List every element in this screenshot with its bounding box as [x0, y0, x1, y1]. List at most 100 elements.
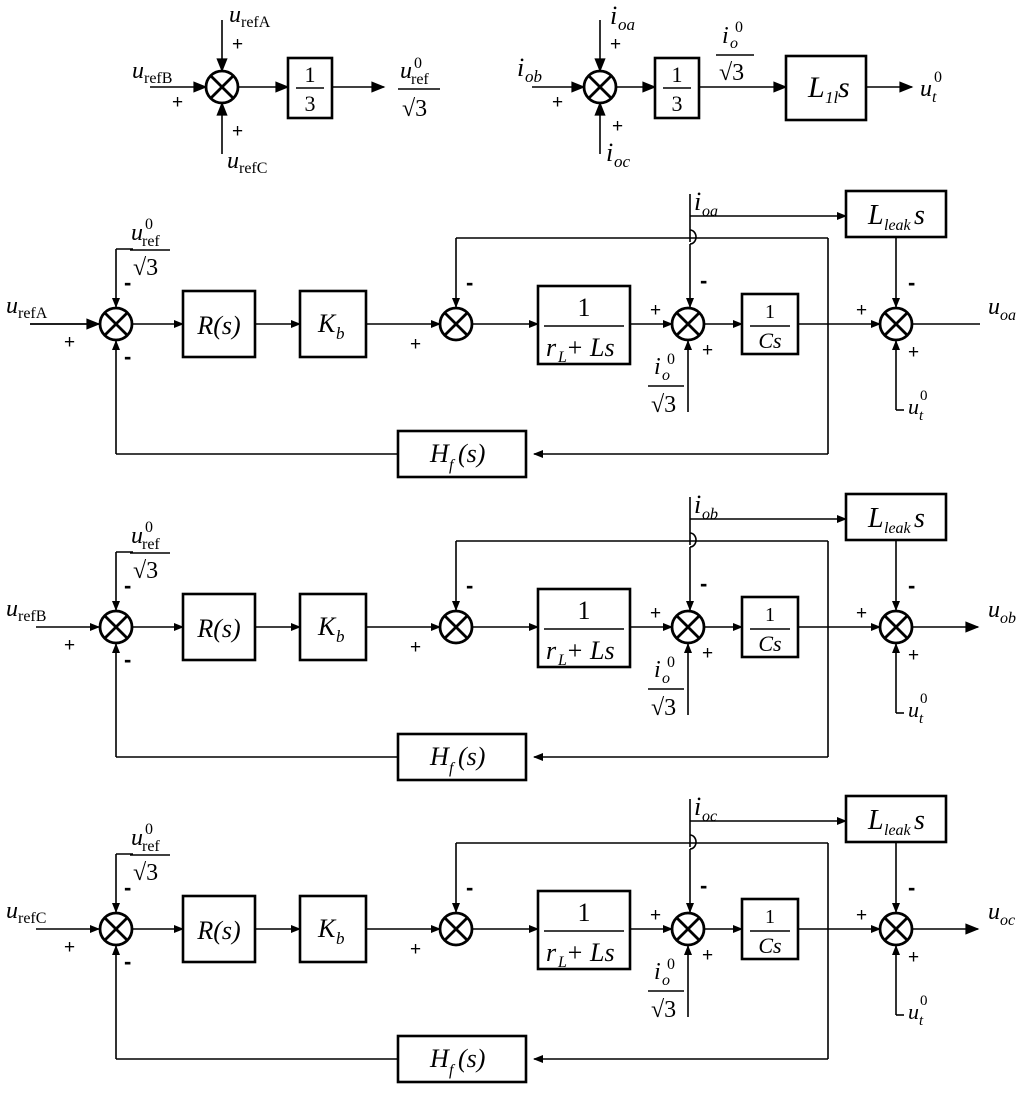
label-sqrt3: √3 — [651, 997, 676, 1023]
label-urefA-sub: refA — [241, 14, 271, 31]
label-io0-sub: o — [662, 972, 670, 989]
gain-Kb-sub: b — [336, 627, 345, 646]
sign-plus: + — [64, 332, 75, 353]
label-urefA: u — [229, 2, 241, 28]
label-sqrt3: √3 — [133, 860, 158, 886]
label-sqrt3: √3 — [402, 96, 427, 122]
label-urefA-sub: refA — [18, 305, 48, 322]
label-io0: i — [654, 657, 661, 683]
filter-Hf-sub: f — [449, 457, 456, 474]
label-uref0: u — [131, 825, 143, 851]
sign-minus: - — [124, 647, 131, 672]
svg-text:i: i — [610, 1, 617, 30]
gain-Kb-block — [298, 894, 368, 964]
plant-RL-block — [536, 587, 632, 669]
L-leak-label: L — [867, 503, 884, 534]
label-ut0-sup: 0 — [920, 993, 928, 1009]
svg-text:0: 0 — [735, 19, 743, 36]
sign-plus: + — [856, 603, 867, 624]
sign-plus: + — [650, 300, 661, 321]
plant-den-sub: L — [557, 954, 567, 971]
capacitor-block — [740, 292, 800, 356]
sign-plus: + — [908, 342, 919, 363]
filter-Hf-sub: f — [449, 760, 456, 777]
label-io0-sup: 0 — [667, 654, 675, 671]
L-leak-sub: leak — [884, 217, 912, 234]
sign-plus: + — [702, 945, 713, 966]
sign-plus: + — [702, 340, 713, 361]
sign-minus: - — [908, 875, 915, 900]
sum-junction-output — [878, 609, 914, 645]
capacitor-block — [740, 897, 800, 961]
label-uoa: u — [988, 294, 1000, 320]
label-urefB-sub: refB — [144, 70, 172, 87]
sign-minus: - — [466, 875, 473, 900]
label-uob-sub: ob — [1000, 610, 1016, 627]
sum-junction-capacitor — [670, 306, 706, 342]
plant-num: 1 — [578, 898, 591, 927]
sign-plus: + — [856, 300, 867, 321]
gain-Kb-label: K — [317, 309, 337, 338]
label-ut0-sup: 0 — [920, 388, 928, 404]
sign-minus: - — [466, 270, 473, 295]
label-uref0-sup: 0 — [145, 821, 153, 838]
svg-text:+: + — [610, 34, 621, 55]
controller-R-block — [181, 894, 257, 964]
label-ut0: u — [908, 999, 919, 1024]
label-ut0: u — [908, 697, 919, 722]
label-uref0-sub: ref — [142, 233, 160, 250]
svg-text:1l: 1l — [825, 88, 839, 107]
label-uob: u — [988, 597, 1000, 623]
label-ioa-sub: oa — [702, 203, 718, 220]
svg-text:+: + — [552, 92, 563, 113]
L1l-block — [784, 54, 868, 122]
sign-minus: - — [700, 873, 707, 898]
plant-num: 1 — [578, 596, 591, 625]
sign-minus: - — [124, 344, 131, 369]
svg-text:√3: √3 — [719, 60, 744, 86]
one-third-block — [286, 56, 334, 120]
cap-num: 1 — [765, 604, 775, 626]
sign-plus: + — [410, 939, 421, 960]
sign-plus: + — [232, 34, 243, 55]
L-leak-sub: leak — [884, 520, 912, 537]
svg-text:i: i — [722, 23, 729, 49]
label-uref0-sup: 0 — [145, 216, 153, 233]
label-ut0: u — [908, 394, 919, 419]
controller-R-block — [181, 592, 257, 662]
sign-plus: + — [908, 947, 919, 968]
plant-den-r: r — [546, 938, 557, 967]
cap-num: 1 — [765, 906, 775, 928]
L-leak-block — [844, 492, 948, 542]
svg-text:ob: ob — [525, 67, 542, 86]
label-urefC-sub: refC — [18, 910, 46, 927]
sum-junction-current-loop — [438, 609, 474, 645]
sign-minus: - — [124, 875, 131, 900]
cap-den: Cs — [758, 631, 781, 656]
label-ut0-sup: 0 — [920, 691, 928, 707]
svg-text:+: + — [612, 116, 623, 137]
sum-junction-capacitor — [670, 609, 706, 645]
sum-junction-output — [878, 306, 914, 342]
sign-plus: + — [410, 637, 421, 658]
label-urefB-sub: refB — [18, 608, 46, 625]
wire-hop — [689, 229, 697, 245]
label-uref0: u — [400, 58, 412, 84]
controller-R-label: R(s) — [196, 916, 240, 945]
filter-Hf-block — [396, 732, 528, 782]
sum-junction-current-loop — [438, 911, 474, 947]
label-io0-sup: 0 — [667, 351, 675, 368]
label-iob: i — [694, 490, 701, 519]
label-sqrt3: √3 — [651, 392, 676, 418]
label-sqrt3: √3 — [133, 255, 158, 281]
svg-text:L: L — [807, 71, 825, 104]
cap-den: Cs — [758, 933, 781, 958]
label-ioa: i — [694, 187, 701, 216]
zero-seq-current-subdiagram: 1 3 L 1l s i oa + i ob + + i oc i o 0 √3… — [517, 1, 942, 171]
wire-hop — [689, 532, 697, 548]
L-leak-rest: s — [914, 503, 925, 534]
svg-text:oc: oc — [614, 152, 631, 171]
filter-Hf-label: H — [429, 742, 450, 771]
